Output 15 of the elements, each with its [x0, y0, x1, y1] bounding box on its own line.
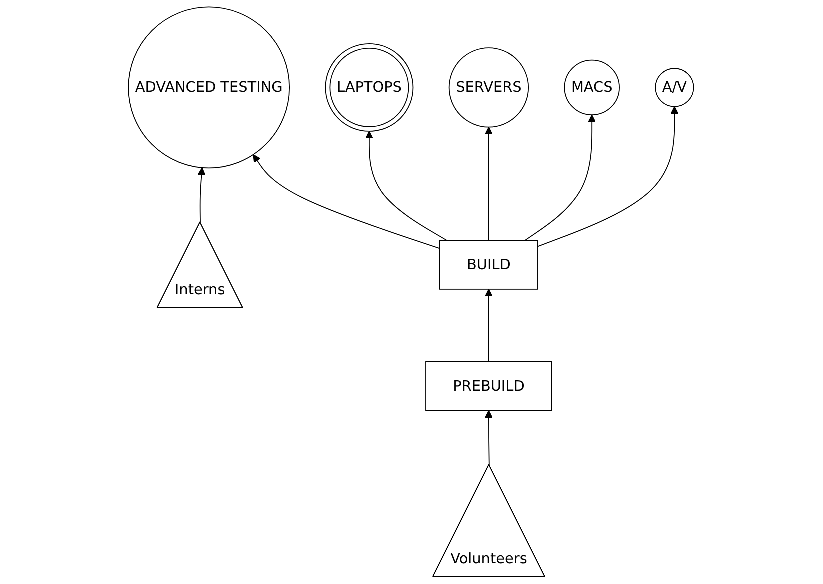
arrow — [485, 410, 494, 466]
node-box: BUILD — [440, 240, 539, 290]
arrow — [524, 114, 596, 242]
arrow — [366, 131, 448, 242]
arrow — [253, 154, 441, 250]
node-circle: A/V — [655, 68, 695, 108]
node-circle: SERVERS — [449, 48, 530, 128]
node-circle: LAPTOPS — [326, 43, 414, 132]
arrow — [538, 106, 679, 248]
node-circle: MACS — [564, 60, 620, 116]
node-box: PREBUILD — [426, 362, 553, 412]
arrow — [485, 126, 494, 242]
node-circle: ADVANCED TESTING — [128, 6, 290, 169]
arrow — [485, 289, 494, 362]
arrow — [198, 168, 206, 224]
